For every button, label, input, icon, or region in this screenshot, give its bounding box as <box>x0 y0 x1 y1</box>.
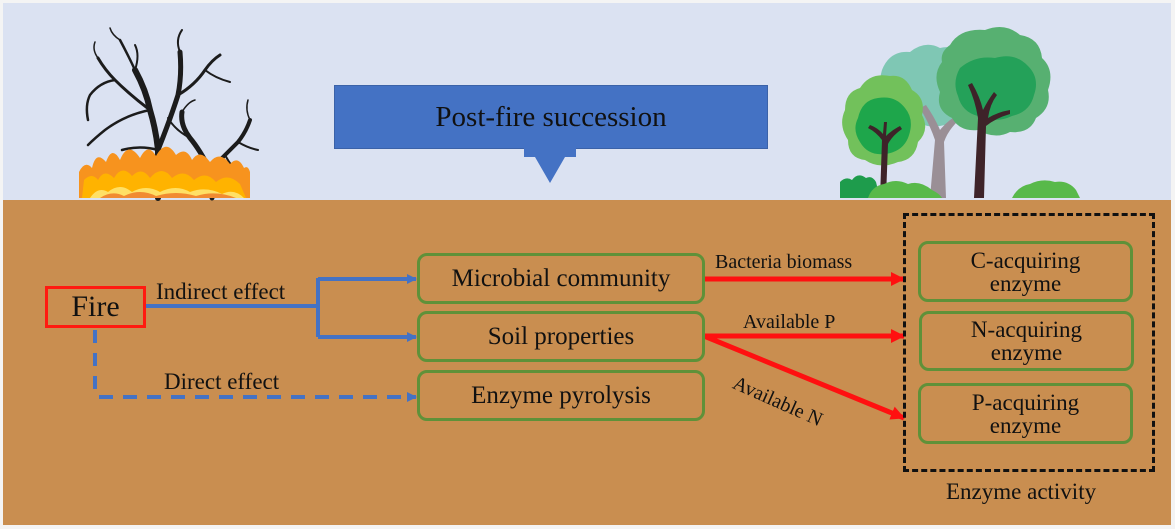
p-acquiring-line1: P-acquiring <box>971 389 1080 415</box>
microbial-community-label: Microbial community <box>451 265 671 292</box>
indirect-effect-label: Indirect effect <box>156 279 286 304</box>
fire-node: Fire <box>45 286 146 328</box>
soil-properties-node: Soil properties <box>417 311 705 362</box>
post-fire-succession-banner: Post-fire succession <box>334 85 768 149</box>
bacteria-biomass-label: Bacteria biomass <box>715 251 853 273</box>
direct-effect-label: Direct effect <box>164 369 280 394</box>
enzyme-activity-group <box>903 213 1155 472</box>
available-p-label: Available P <box>743 311 836 333</box>
available-n-arrow <box>703 333 905 421</box>
n-acquiring-enzyme-node: N-acquiring enzyme <box>919 311 1134 371</box>
soil-properties-label: Soil properties <box>487 323 635 350</box>
n-acquiring-line2: enzyme <box>990 340 1063 365</box>
enzyme-activity-caption: Enzyme activity <box>946 479 1097 504</box>
p-acquiring-enzyme-node: P-acquiring enzyme <box>918 383 1133 444</box>
c-acquiring-line1: C-acquiring <box>970 247 1081 273</box>
c-acquiring-enzyme-node: C-acquiring enzyme <box>918 241 1133 302</box>
enzyme-pyrolysis-node: Enzyme pyrolysis <box>417 370 705 421</box>
banner-label: Post-fire succession <box>435 100 667 133</box>
p-acquiring-line2: enzyme <box>989 412 1062 438</box>
enzyme-pyrolysis-label: Enzyme pyrolysis <box>471 382 651 409</box>
microbial-community-node: Microbial community <box>417 253 705 304</box>
fire-node-label: Fire <box>71 290 120 323</box>
n-acquiring-line1: N-acquiring <box>970 317 1083 342</box>
c-acquiring-line2: enzyme <box>989 270 1062 296</box>
